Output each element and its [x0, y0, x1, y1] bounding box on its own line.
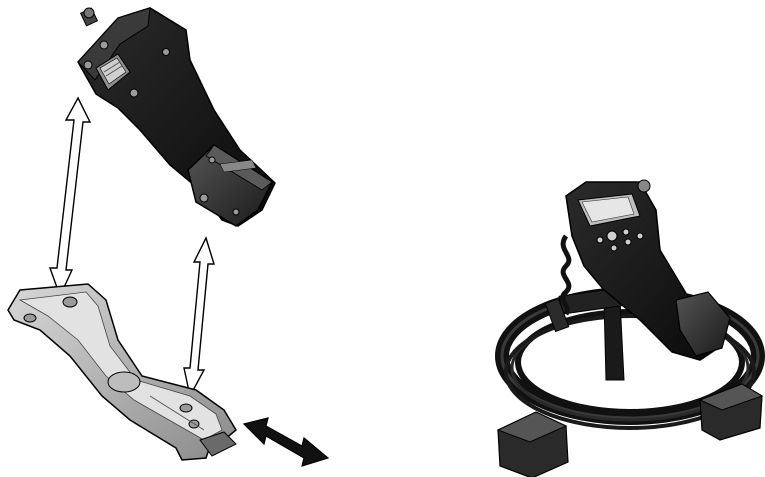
assembled-unit [498, 180, 762, 477]
top-knob [638, 180, 650, 192]
mount-hole [180, 404, 192, 412]
screw [100, 41, 108, 49]
reel-stand [604, 300, 624, 380]
screw [130, 89, 138, 97]
camera-handle [78, 8, 275, 226]
camera-block [188, 145, 272, 226]
slide-arrow [244, 418, 328, 466]
attach-arrow-right [184, 238, 214, 396]
screw [163, 49, 170, 56]
mount-hole [63, 297, 77, 307]
connector-knob [81, 8, 98, 26]
mount-hole [108, 372, 140, 392]
screw [84, 61, 92, 69]
mount-hole [24, 314, 36, 322]
attach-arrow-left [50, 98, 90, 296]
